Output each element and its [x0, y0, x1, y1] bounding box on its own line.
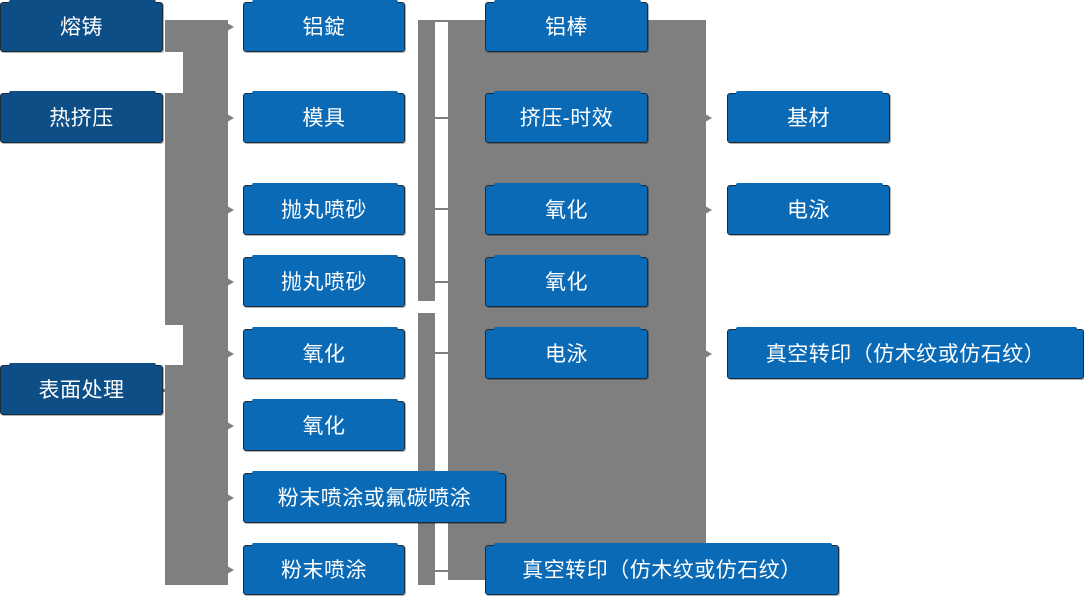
arrow-trunk-to-mold	[222, 111, 234, 125]
tick-middle-to-block-2	[435, 117, 449, 119]
connector-surface-treatment-link	[163, 389, 185, 392]
arrow-block-to-vacuum-transfer	[700, 347, 712, 361]
arrow-trunk-to-powder-or-fc	[222, 491, 234, 505]
tick-middle-to-block-5	[435, 352, 449, 354]
node-aluminum-bar-label: 铝棒	[545, 15, 588, 39]
node-aluminum-ingot-label: 铝錠	[302, 15, 346, 39]
node-oxidation-4-label: 氧化	[545, 270, 588, 294]
node-mold-label: 模具	[302, 106, 346, 130]
node-electrophoresis-2-label: 电泳	[787, 198, 830, 222]
arrow-trunk-to-powder-coating	[222, 563, 234, 577]
tick-middle-to-block-3	[435, 208, 449, 210]
stage-melting-casting-label: 熔铸	[60, 15, 103, 39]
node-oxidation-1[interactable]: 氧化	[243, 327, 405, 379]
node-shot-blasting-2[interactable]: 抛丸喷砂	[243, 255, 405, 307]
node-powder-coating-label: 粉末喷涂	[281, 558, 367, 582]
stage-melting-casting[interactable]: 熔铸	[0, 0, 163, 52]
node-powder-or-fluorocarbon-label: 粉末喷涂或氟碳喷涂	[277, 486, 472, 510]
node-extrusion-aging-label: 挤压-时效	[519, 106, 614, 130]
stage-surface-treatment[interactable]: 表面处理	[0, 363, 163, 415]
node-shot-blasting-1[interactable]: 抛丸喷砂	[243, 183, 405, 235]
node-aluminum-ingot[interactable]: 铝錠	[243, 0, 405, 52]
connector-melting-stub	[165, 20, 228, 36]
node-oxidation-2-label: 氧化	[302, 414, 346, 438]
connector-notch-upper	[165, 52, 183, 93]
connector-left-trunk	[165, 20, 228, 585]
node-shot-blasting-2-label: 抛丸喷砂	[281, 270, 367, 294]
stage-surface-treatment-label: 表面处理	[38, 378, 125, 402]
node-oxidation-2[interactable]: 氧化	[243, 399, 405, 451]
connector-middle-bar-upper	[418, 20, 435, 301]
stage-hot-extrusion[interactable]: 热挤压	[0, 91, 163, 143]
node-vacuum-transfer-2[interactable]: 真空转印（仿木纹或仿石纹）	[727, 327, 1084, 379]
node-oxidation-3[interactable]: 氧化	[485, 183, 648, 235]
node-electrophoresis-1[interactable]: 电泳	[485, 327, 648, 379]
node-extrusion-aging[interactable]: 挤压-时效	[485, 91, 648, 143]
node-shot-blasting-1-label: 抛丸喷砂	[281, 198, 367, 222]
arrow-trunk-to-oxidation-1	[222, 347, 234, 361]
arrow-block-to-electrophoresis	[700, 203, 712, 217]
arrow-trunk-to-aluminum-ingot	[222, 20, 234, 34]
stage-hot-extrusion-label: 热挤压	[49, 106, 114, 130]
node-mold[interactable]: 模具	[243, 91, 405, 143]
node-electrophoresis-2[interactable]: 电泳	[727, 183, 890, 235]
node-base-material-label: 基材	[787, 106, 830, 130]
arrow-trunk-to-shot-blasting-2	[222, 275, 234, 289]
node-powder-coating[interactable]: 粉末喷涂	[243, 543, 405, 595]
node-electrophoresis-1-label: 电泳	[545, 342, 588, 366]
arrow-block-to-base-material	[700, 111, 712, 125]
arrow-trunk-to-oxidation-2	[222, 419, 234, 433]
connector-middle-bar-lower	[418, 313, 435, 585]
node-vacuum-transfer-2-label: 真空转印（仿木纹或仿石纹）	[765, 342, 1046, 366]
node-base-material[interactable]: 基材	[727, 91, 890, 143]
tick-middle-to-block-6	[435, 570, 449, 572]
node-powder-or-fluorocarbon[interactable]: 粉末喷涂或氟碳喷涂	[243, 471, 506, 523]
arrow-trunk-to-shot-blasting-1	[222, 203, 234, 217]
tick-middle-to-block-1	[435, 20, 449, 22]
node-oxidation-4[interactable]: 氧化	[485, 255, 648, 307]
node-vacuum-transfer-1[interactable]: 真空转印（仿木纹或仿石纹）	[485, 543, 839, 595]
node-oxidation-1-label: 氧化	[302, 342, 346, 366]
node-aluminum-bar[interactable]: 铝棒	[485, 0, 648, 52]
node-oxidation-3-label: 氧化	[545, 198, 588, 222]
tick-middle-to-block-4	[435, 281, 449, 283]
connector-notch-lower	[165, 325, 183, 365]
node-vacuum-transfer-1-label: 真空转印（仿木纹或仿石纹）	[522, 558, 802, 582]
